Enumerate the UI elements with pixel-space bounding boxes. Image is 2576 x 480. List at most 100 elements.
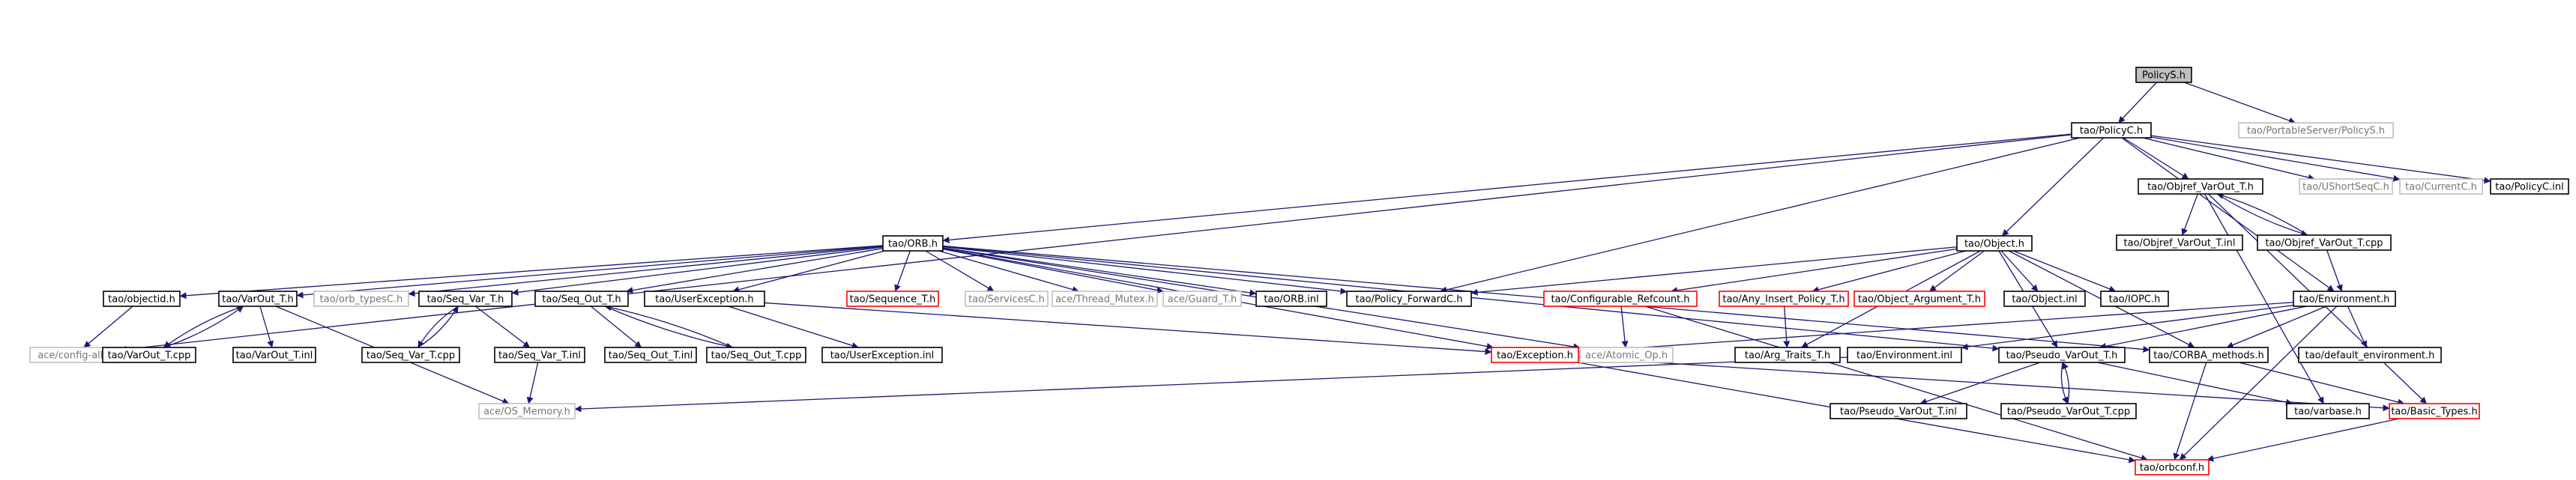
node-box bbox=[2286, 403, 2370, 419]
node-box bbox=[1830, 403, 1967, 419]
node-box bbox=[821, 347, 943, 363]
node-label: tao/orb_typesC.h bbox=[320, 294, 403, 306]
node-seqouth[interactable]: tao/Seq_Out_T.h bbox=[534, 291, 629, 307]
node-argtraits[interactable]: tao/Arg_Traits_T.h bbox=[1734, 347, 1841, 363]
node-corbamethods[interactable]: tao/CORBA_methods.h bbox=[2149, 347, 2269, 363]
edge-environment-to-envinl bbox=[1961, 305, 2294, 350]
node-box bbox=[2149, 347, 2269, 363]
edge-environment-to-exception bbox=[1578, 302, 2294, 355]
node-label: tao/Exception.h bbox=[1497, 350, 1573, 362]
node-seqvarinl[interactable]: tao/Seq_Var_T.inl bbox=[494, 347, 585, 363]
node-label: tao/UserException.h bbox=[655, 294, 753, 306]
node-label: tao/varbase.h bbox=[2294, 407, 2362, 418]
edge-userexc-to-userexcinl bbox=[728, 306, 859, 349]
node-box bbox=[2116, 234, 2243, 251]
node-environment[interactable]: tao/Environment.h bbox=[2293, 291, 2396, 307]
node-label: tao/VarOut_T.inl bbox=[236, 350, 313, 362]
edge-object-to-policyfwd bbox=[1471, 246, 1958, 296]
edge-object-to-anyinsert bbox=[1812, 250, 1967, 294]
node-label: tao/ORB.h bbox=[888, 239, 938, 250]
edge-configref-to-orbconf bbox=[1644, 306, 2148, 461]
edge-orb-to-objectid bbox=[179, 245, 884, 300]
node-varbase[interactable]: tao/varbase.h bbox=[2286, 403, 2370, 419]
node-userexc[interactable]: tao/UserException.h bbox=[644, 291, 765, 307]
node-box bbox=[1847, 347, 1962, 363]
node-label: tao/IOPC.h bbox=[2109, 294, 2161, 306]
node-box bbox=[2071, 122, 2152, 139]
node-box bbox=[1998, 347, 2126, 363]
node-iopc[interactable]: tao/IOPC.h bbox=[2100, 291, 2169, 307]
node-box bbox=[1052, 291, 1158, 307]
edge-pseudoh-to-pseudoinl bbox=[1919, 362, 2041, 405]
node-label: tao/Objref_VarOut_T.cpp bbox=[2265, 238, 2383, 249]
node-pseudoh[interactable]: tao/Pseudo_VarOut_T.h bbox=[1998, 347, 2126, 363]
edge-seqouth-to-seqoutcpp bbox=[604, 306, 734, 350]
edge-corbamethods-to-basictypes bbox=[2238, 362, 2405, 406]
node-label: tao/ORB.inl bbox=[1264, 294, 1318, 306]
node-pseudoinl[interactable]: tao/Pseudo_VarOut_T.inl bbox=[1830, 403, 1967, 419]
node-policycinl[interactable]: tao/PolicyC.inl bbox=[2490, 178, 2569, 195]
edge-policyc-to-object bbox=[2001, 137, 2105, 237]
edge-orb-to-seqouth bbox=[626, 248, 884, 294]
edge-root-to-portable bbox=[2184, 82, 2296, 124]
edge-environment-to-pseudoh bbox=[2099, 306, 2307, 350]
node-box bbox=[218, 291, 298, 307]
edge-seqouth-to-seqoutinl bbox=[590, 306, 642, 348]
node-seqoutinl[interactable]: tao/Seq_Out_T.inl bbox=[604, 347, 697, 363]
node-pseudocpp[interactable]: tao/Pseudo_VarOut_T.cpp bbox=[2000, 403, 2137, 419]
node-label: tao/Configurable_Refcount.h bbox=[1551, 294, 1689, 306]
node-seqvarh[interactable]: tao/Seq_Var_T.h bbox=[418, 291, 513, 307]
node-orb[interactable]: tao/ORB.h bbox=[882, 235, 944, 252]
node-userexcinl[interactable]: tao/UserException.inl bbox=[821, 347, 943, 363]
node-orbconf: tao/orbconf.h bbox=[2135, 459, 2209, 476]
node-label: tao/Any_Insert_Policy_T.h bbox=[1722, 294, 1844, 306]
node-defaultenv[interactable]: tao/default_environment.h bbox=[2298, 347, 2442, 363]
edge-seqoutcpp-to-seqouth bbox=[604, 304, 734, 348]
node-servicesc: tao/ServicesC.h bbox=[965, 291, 1049, 307]
node-label: tao/Seq_Out_T.inl bbox=[609, 350, 693, 362]
edge-seqvarcpp-to-seqvarh bbox=[417, 306, 459, 348]
node-object[interactable]: tao/Object.h bbox=[1956, 235, 2033, 252]
node-orbinl[interactable]: tao/ORB.inl bbox=[1255, 291, 1327, 307]
edge-policyc-to-orb bbox=[942, 133, 2072, 243]
node-policyc[interactable]: tao/PolicyC.h bbox=[2071, 122, 2152, 139]
node-objvarcpp[interactable]: tao/Objref_VarOut_T.cpp bbox=[2257, 234, 2392, 251]
node-label: tao/PortableServer/PolicyS.h bbox=[2247, 126, 2385, 137]
node-box bbox=[361, 347, 460, 363]
node-label: PolicyS.h bbox=[2142, 70, 2186, 82]
node-atomic: ace/Atomic_Op.h bbox=[1579, 347, 1674, 363]
edge-object-to-objarg bbox=[1929, 250, 1985, 292]
node-box bbox=[2135, 459, 2209, 476]
node-objvarinl[interactable]: tao/Objref_VarOut_T.inl bbox=[2116, 234, 2243, 251]
node-varoutinl[interactable]: tao/VarOut_T.inl bbox=[232, 347, 316, 363]
node-label: tao/Environment.h bbox=[2299, 294, 2390, 306]
edge-orb-to-userexc bbox=[732, 250, 885, 294]
node-seqoutcpp[interactable]: tao/Seq_Out_T.cpp bbox=[706, 347, 806, 363]
edge-pseudoh-to-pseudocpp bbox=[2060, 362, 2069, 404]
node-box bbox=[1853, 291, 1985, 307]
edge-configref-to-atomic bbox=[1620, 306, 1629, 348]
node-label: tao/CORBA_methods.h bbox=[2153, 350, 2263, 362]
node-label: ace/Guard_T.h bbox=[1168, 294, 1237, 306]
node-envinl[interactable]: tao/Environment.inl bbox=[1847, 347, 1962, 363]
node-label: tao/Policy_ForwardC.h bbox=[1355, 294, 1462, 306]
node-objectinl[interactable]: tao/Object.inl bbox=[2003, 291, 2086, 307]
node-varoutcpp[interactable]: tao/VarOut_T.cpp bbox=[102, 347, 196, 363]
node-objvarh[interactable]: tao/Objref_VarOut_T.h bbox=[2138, 178, 2263, 195]
edge-orb-to-orbtypes bbox=[408, 246, 884, 297]
node-orbtypes: tao/orb_typesC.h bbox=[313, 291, 409, 307]
node-varouth[interactable]: tao/VarOut_T.h bbox=[218, 291, 298, 307]
node-label: tao/ServicesC.h bbox=[968, 294, 1045, 306]
node-label: tao/Seq_Out_T.cpp bbox=[711, 350, 802, 362]
node-root[interactable]: PolicyS.h bbox=[2135, 67, 2192, 83]
node-objectid[interactable]: tao/objectid.h bbox=[103, 291, 181, 307]
node-label: tao/VarOut_T.h bbox=[222, 294, 293, 306]
node-policyfwd[interactable]: tao/Policy_ForwardC.h bbox=[1346, 291, 1472, 307]
edge-policyc-to-environment bbox=[2121, 137, 2335, 292]
node-label: tao/UShortSeqC.h bbox=[2302, 182, 2389, 193]
node-threadmutex: ace/Thread_Mutex.h bbox=[1052, 291, 1158, 307]
node-box bbox=[1734, 347, 1841, 363]
edge-environment-to-corbamethods bbox=[2226, 306, 2327, 348]
node-box bbox=[2298, 347, 2442, 363]
node-seqvarcpp[interactable]: tao/Seq_Var_T.cpp bbox=[361, 347, 460, 363]
